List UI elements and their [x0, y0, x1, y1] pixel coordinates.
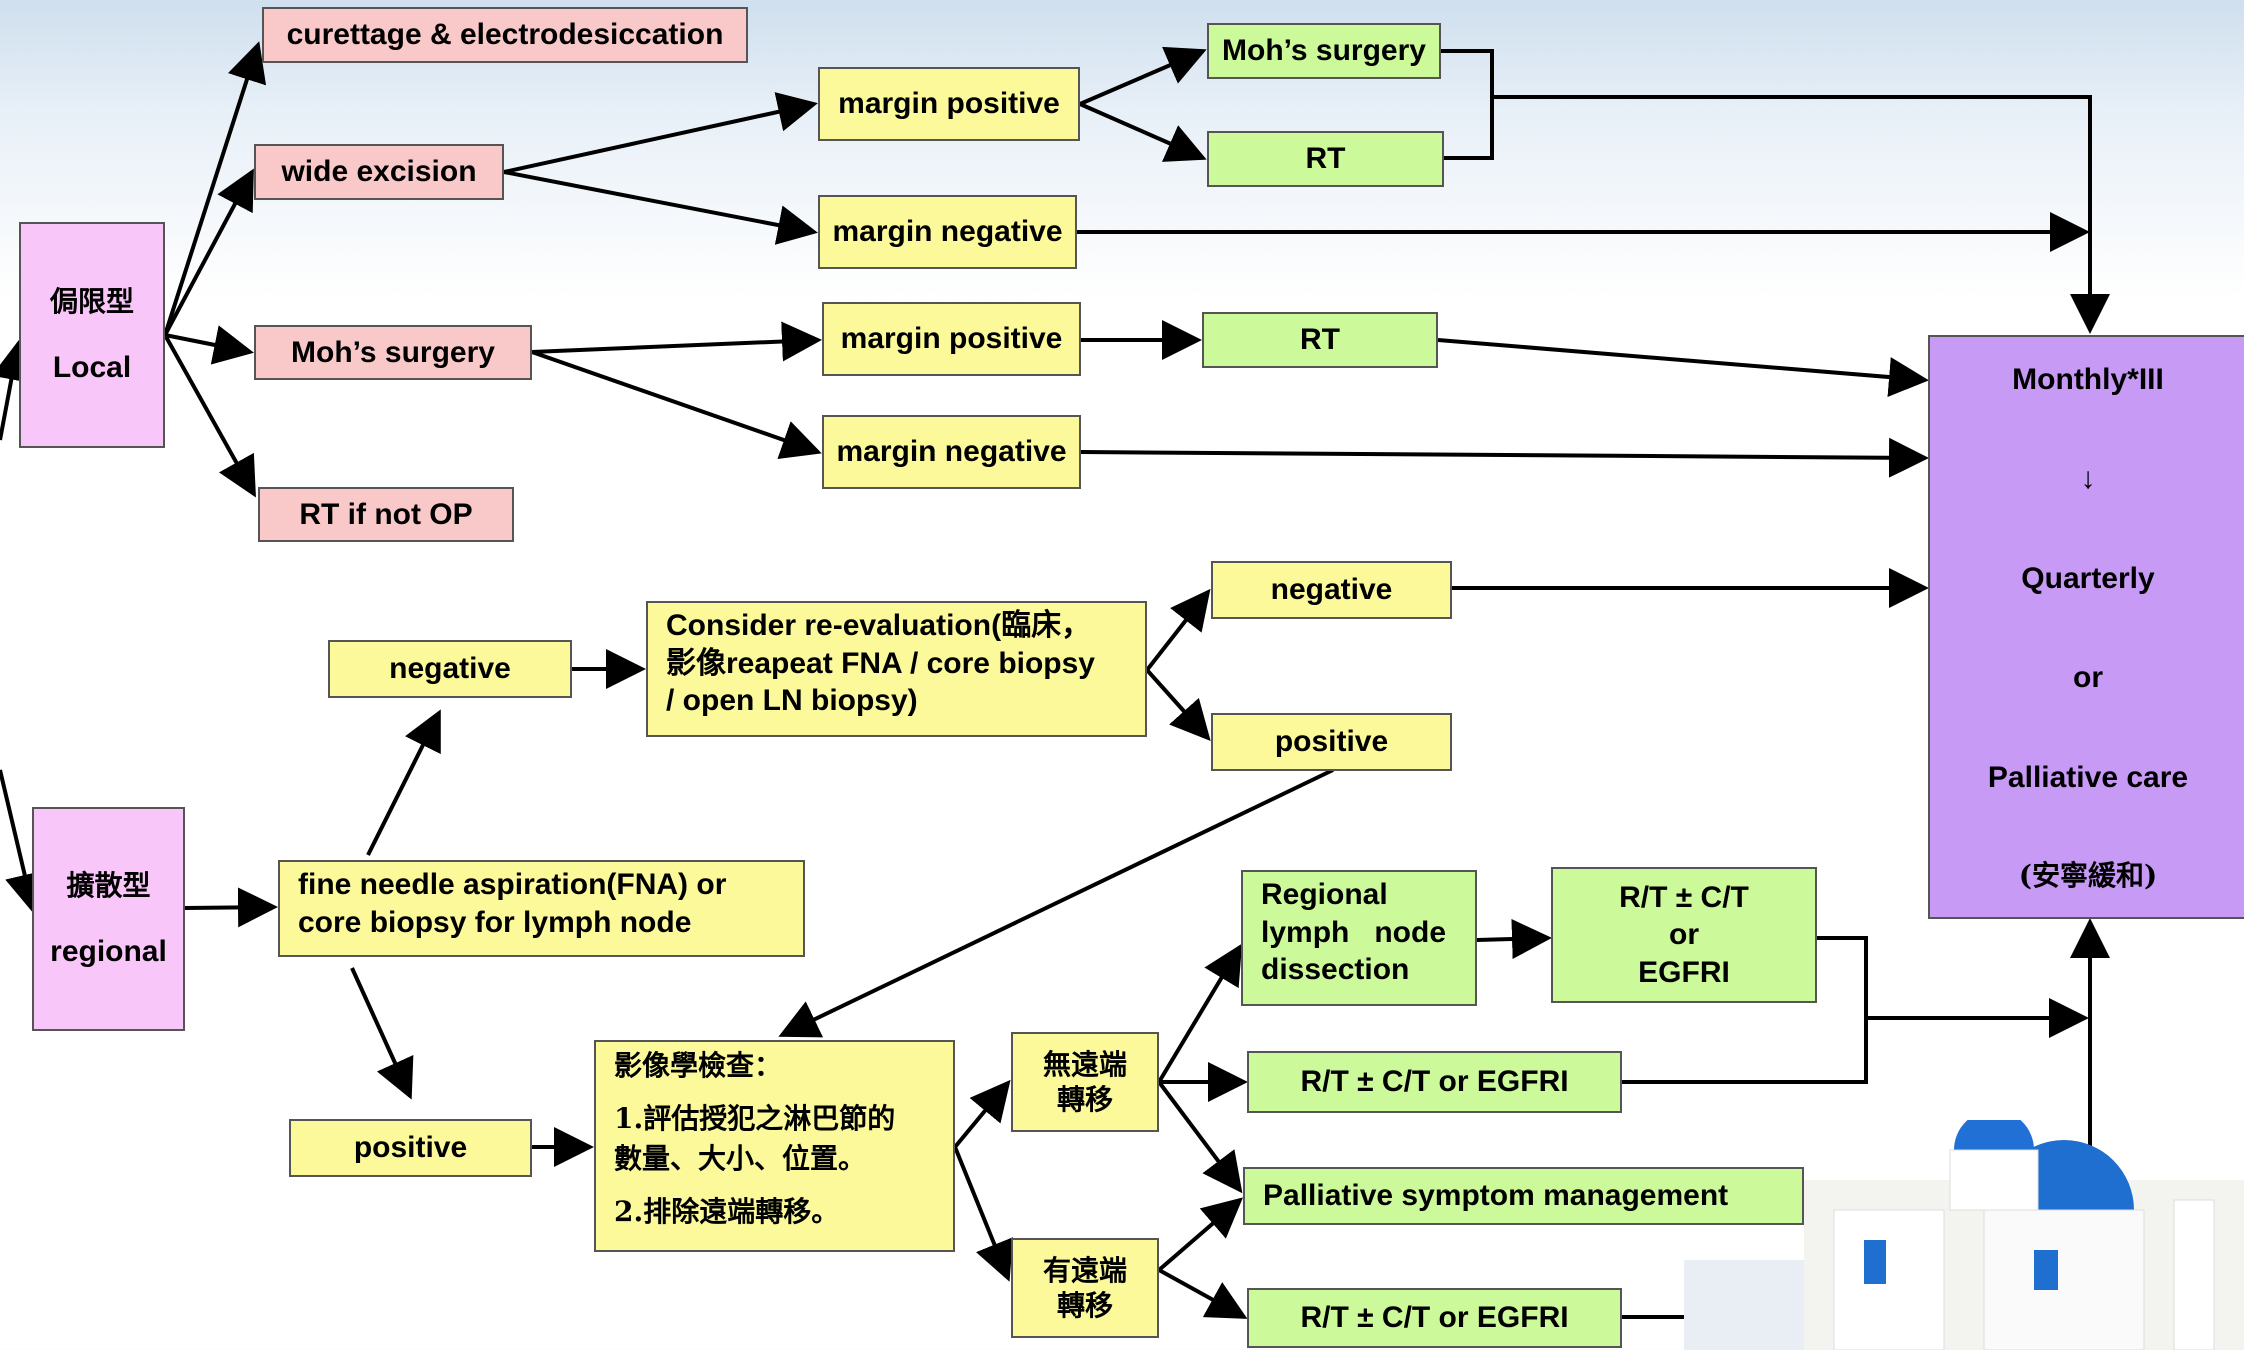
regional-en-label: regional [50, 934, 167, 968]
fna-line1: fine needle aspiration(FNA) or [298, 868, 727, 901]
rt-stack-line3: EGFRI [1638, 955, 1730, 989]
no-distant-line2: 轉移 [1056, 1083, 1113, 1116]
no-distant-line1: 無遠端 [1042, 1048, 1127, 1081]
wide-rt-box: RT [1207, 131, 1444, 187]
palliative-symptom-box: Palliative symptom management [1243, 1167, 1804, 1225]
followup-arrow: ↓ [2080, 462, 2096, 496]
rt-ct-egfri-stack-box: R/T ± C/T or EGFRI [1551, 867, 1817, 1003]
fna-negative-box: negative [328, 640, 572, 698]
imaging-item2: 2.排除遠端轉移。 [614, 1194, 840, 1228]
imaging-item1b: 數量、大小、位置。 [614, 1142, 867, 1176]
dissection-line3: dissection [1261, 953, 1410, 986]
followup-palliative-cn: (安寧緩和) [2018, 859, 2158, 893]
dissection-line2: lymph node [1261, 915, 1447, 949]
reeval-negative-box: negative [1211, 561, 1452, 619]
reeval-positive-box: positive [1211, 713, 1452, 771]
mohs-margin-negative-box: margin negative [822, 415, 1081, 489]
santorini-scenery [1684, 1120, 2244, 1350]
regional-cn-label: 擴散型 [66, 868, 151, 902]
imaging-box: 影像學檢查： 1.評估授犯之淋巴節的 數量、大小、位置。 2.排除遠端轉移。 [594, 1040, 955, 1252]
reeval-line3: / open LN biopsy) [666, 684, 918, 717]
wide-margin-positive-box: margin positive [818, 67, 1080, 141]
local-mohs-box: Moh’s surgery [254, 325, 532, 380]
regional-dissection-box: Regional lymph node dissection [1241, 870, 1477, 1006]
imaging-item1a: 1.評估授犯之淋巴節的 [614, 1101, 896, 1135]
rt-stack-line1: R/T ± C/T [1619, 880, 1749, 914]
distant-line1: 有遠端 [1042, 1254, 1127, 1287]
mohs-margin-positive-box: margin positive [822, 302, 1081, 376]
reevaluation-box: Consider re-evaluation(臨床， 影像reapeat FNA… [646, 601, 1147, 737]
wide-mohs-box: Moh’s surgery [1207, 23, 1441, 79]
followup-palliative: Palliative care [1987, 760, 2189, 794]
wide-margin-negative-box: margin negative [818, 195, 1077, 269]
fna-positive-box: positive [289, 1119, 532, 1177]
no-distant-box: 無遠端 轉移 [1011, 1032, 1159, 1132]
local-box: 侷限型 Local [19, 222, 165, 448]
fna-box: fine needle aspiration(FNA) or core biop… [278, 860, 805, 957]
local-cn-label: 侷限型 [49, 284, 134, 318]
fna-line2: core biopsy for lymph node [298, 905, 692, 939]
followup-monthly: Monthly*III [2012, 362, 2164, 396]
followup-or: or [2073, 661, 2103, 695]
mohs-rt-box: RT [1202, 312, 1438, 368]
rt-not-op-box: RT if not OP [258, 487, 514, 542]
distant-box: 有遠端 轉移 [1011, 1238, 1159, 1338]
rt-stack-line2: or [1669, 918, 1699, 952]
rt-ct-egfri-box-1: R/T ± C/T or EGFRI [1247, 1051, 1622, 1113]
followup-quarterly: Quarterly [2021, 561, 2155, 595]
distant-line2: 轉移 [1056, 1289, 1113, 1322]
curettage-box: curettage & electrodesiccation [262, 7, 748, 63]
reeval-line1: Consider re-evaluation(臨床， [666, 609, 1092, 642]
dissection-line1: Regional [1261, 878, 1388, 911]
reeval-line2: 影像reapeat FNA / core biopsy [666, 646, 1095, 680]
wide-excision-box: wide excision [254, 144, 504, 200]
local-en-label: Local [52, 350, 132, 384]
regional-box: 擴散型 regional [32, 807, 185, 1031]
rt-ct-egfri-box-2: R/T ± C/T or EGFRI [1247, 1288, 1622, 1348]
followup-box: Monthly*III ↓ Quarterly or Palliative ca… [1928, 335, 2244, 919]
imaging-title: 影像學檢查： [614, 1049, 783, 1082]
